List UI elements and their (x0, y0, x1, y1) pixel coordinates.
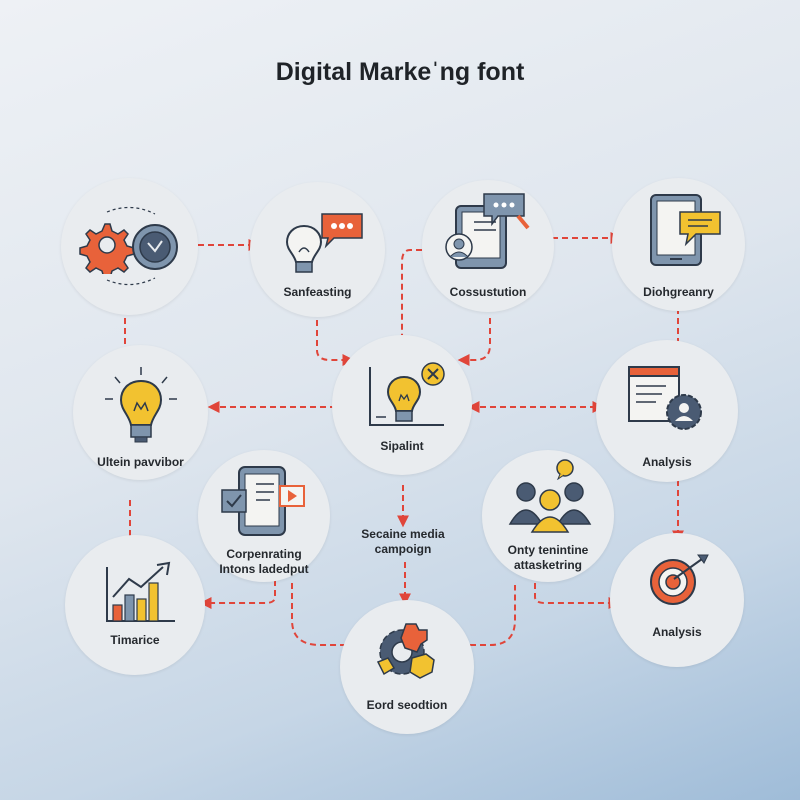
node-label: Diohgreanry (643, 285, 714, 299)
trend-arrow-icon (112, 561, 171, 598)
magnifier-icon (483, 193, 530, 230)
node-analysis-bottom[interactable]: Analysis (610, 533, 744, 667)
node-label-line2: Intons ladedput (219, 562, 309, 576)
lightbulb-icon (285, 224, 323, 273)
user-gear-icon (666, 394, 702, 430)
node-label-line1: Corpenrating (226, 547, 302, 561)
arrow-sanfeasting-to-sipalint (316, 320, 355, 366)
node-diohgreanry[interactable]: Diohgreanry (612, 178, 745, 311)
node-label: Sanfeasting (283, 285, 352, 299)
node-label-line2: attasketring (513, 558, 583, 572)
node-label: Analysis (642, 455, 692, 469)
arrow-eord-to-onty (470, 585, 516, 646)
node-eord[interactable]: Eord seodtion (340, 600, 474, 734)
node-label: Cossustution (449, 285, 527, 299)
arrow-onty-to-analysis (534, 583, 621, 609)
arrow-corporating-to-timarice (199, 580, 276, 609)
node-timarice[interactable]: Timarice (65, 535, 205, 675)
node-sipalint[interactable]: Sipalint (332, 335, 472, 475)
dart-icon (673, 554, 709, 580)
gear-icon (79, 223, 135, 274)
node-analysis-top[interactable]: Analysis (596, 340, 738, 482)
arrow-consultation-to-sipalint-a (396, 249, 422, 358)
close-badge-icon (421, 362, 445, 386)
node-label: Analysis (652, 625, 702, 639)
chart-axes-icon (369, 367, 444, 426)
node-label: Ultein pavvibor (97, 455, 184, 469)
node-label: Timarice (110, 633, 160, 647)
node-consultation[interactable]: Cossustution (422, 180, 554, 312)
gears-icon (376, 623, 435, 679)
node-ultein[interactable]: Ultein pavvibor (73, 345, 208, 480)
play-icon (279, 485, 305, 507)
chat-bubble-icon (679, 211, 721, 247)
node-label: Sipalint (380, 439, 424, 453)
node-sanfeasting[interactable]: Sanfeasting (250, 182, 385, 317)
bar-chart-icon (106, 567, 175, 622)
user-icon (445, 233, 473, 261)
chat-bubble-icon (556, 459, 574, 480)
lightbulb-icon (105, 367, 177, 443)
node-label: Eord seodtion (366, 698, 448, 712)
node-process[interactable] (61, 178, 198, 315)
clock-icon (132, 224, 178, 270)
node-label-line1: Onty tenintine (507, 543, 589, 557)
arrow-consultation-to-sipalint-b (457, 318, 491, 366)
phone-icon (238, 466, 286, 536)
node-corporating[interactable]: Corpenrating Intons ladedput (198, 450, 330, 582)
arrow-corporating-to-eord (291, 583, 345, 646)
secaine-label-line2: campoign (374, 542, 432, 556)
secaine-label-line1: Secaine media (361, 527, 445, 541)
node-onty[interactable]: Onty tenintine attasketring (482, 450, 614, 582)
chat-bubble-icon (321, 213, 363, 249)
diagram-title: Digital Markeˈng font (275, 58, 525, 86)
cycle-arrows-icon (106, 206, 156, 286)
checkbox-icon (221, 489, 247, 513)
team-icon (508, 482, 592, 533)
lightbulb-icon (386, 375, 422, 422)
